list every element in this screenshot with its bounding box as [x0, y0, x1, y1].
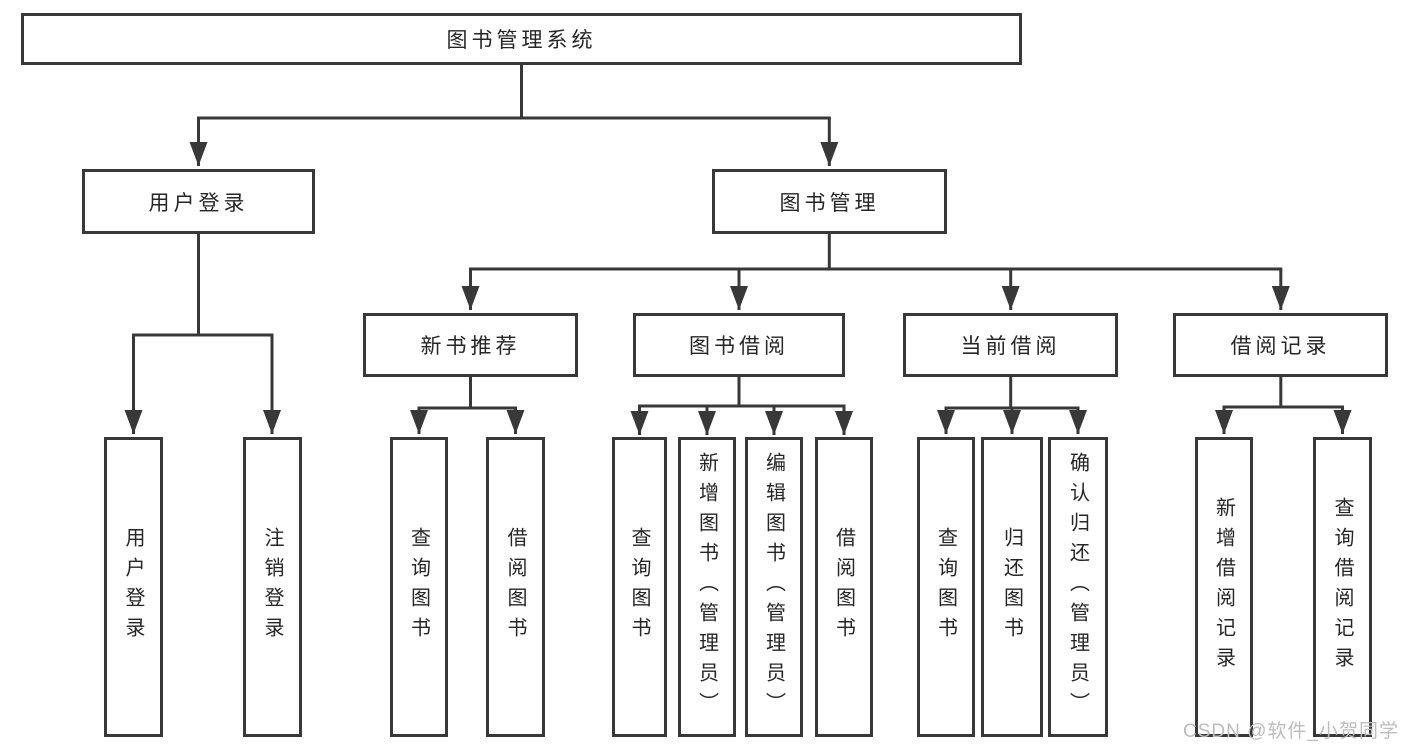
leaf-label: 归还图书 — [1000, 527, 1023, 647]
leaf-add-borrow-record: 新增借阅记录 — [1195, 437, 1253, 737]
leaf-query-borrow-record: 查询借阅记录 — [1313, 437, 1372, 737]
leaf-query-books-current: 查询图书 — [917, 437, 975, 737]
leaf-label: 新增借阅记录 — [1212, 497, 1235, 677]
node-book-management-label: 图书管理 — [779, 191, 880, 215]
node-user-login-label: 用户登录 — [148, 191, 249, 215]
node-current-borrowing: 当前借阅 — [903, 313, 1118, 377]
leaf-label: 查询图书 — [628, 527, 650, 647]
leaf-return-book: 归还图书 — [981, 437, 1043, 737]
leaf-label: 确认归还（管理员） — [1066, 452, 1089, 722]
leaf-query-books-recommend: 查询图书 — [390, 437, 448, 737]
leaf-label: 编辑图书（管理员） — [762, 452, 785, 722]
leaf-label: 查询借阅记录 — [1331, 497, 1353, 677]
leaf-label: 查询图书 — [407, 527, 430, 647]
leaf-borrow-books-borrowing: 借阅图书 — [815, 437, 873, 737]
node-book-borrowing-label: 图书借阅 — [689, 335, 789, 358]
leaf-user-login: 用户登录 — [104, 437, 163, 737]
leaf-edit-book-admin: 编辑图书（管理员） — [745, 437, 803, 737]
leaf-label: 新增图书（管理员） — [695, 452, 718, 722]
leaf-label: 查询图书 — [934, 527, 957, 647]
node-borrowing-records: 借阅记录 — [1173, 313, 1388, 377]
node-new-book-recommend: 新书推荐 — [363, 313, 578, 377]
leaf-label: 注销登录 — [261, 527, 283, 647]
node-borrowing-records-label: 借阅记录 — [1230, 335, 1331, 358]
leaf-query-books-borrowing: 查询图书 — [612, 437, 667, 737]
node-book-borrowing: 图书借阅 — [633, 313, 845, 377]
node-root: 图书管理系统 — [21, 13, 1022, 65]
node-root-label: 图书管理系统 — [446, 29, 597, 52]
leaf-label: 用户登录 — [122, 527, 144, 647]
node-current-borrowing-label: 当前借阅 — [960, 335, 1061, 358]
leaf-label: 借阅图书 — [832, 527, 855, 647]
node-book-management: 图书管理 — [712, 169, 947, 234]
node-user-login: 用户登录 — [82, 169, 315, 234]
leaf-confirm-return-admin: 确认归还（管理员） — [1048, 437, 1108, 737]
node-new-book-recommend-label: 新书推荐 — [420, 335, 521, 358]
leaf-borrow-books-recommend: 借阅图书 — [486, 437, 545, 737]
leaf-add-book-admin: 新增图书（管理员） — [678, 437, 736, 737]
leaf-label: 借阅图书 — [504, 527, 526, 647]
csdn-watermark: CSDN @软件_小贺同学 — [1183, 721, 1399, 742]
leaf-logout: 注销登录 — [243, 437, 302, 737]
